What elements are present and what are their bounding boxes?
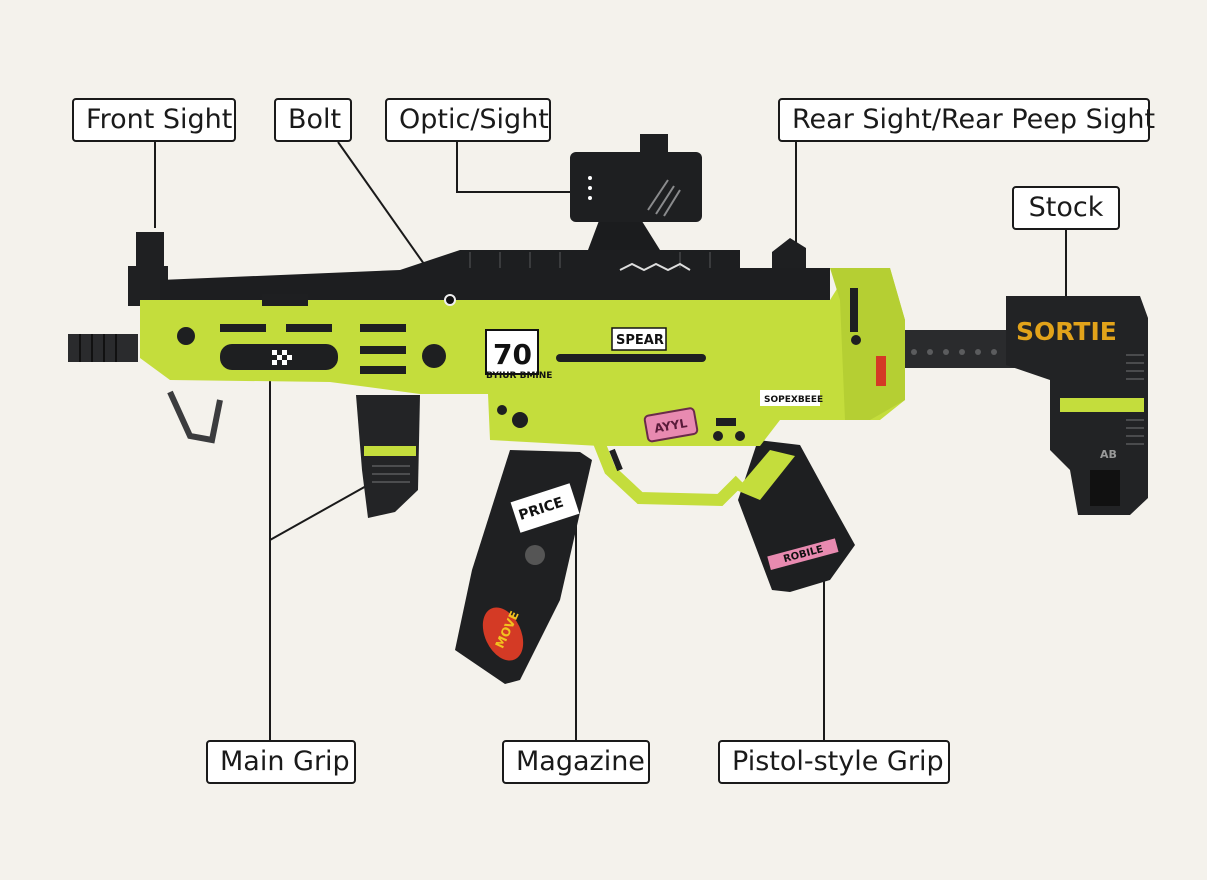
leader-main-grip-b — [269, 484, 369, 541]
bolt-knob — [444, 294, 456, 306]
label-bolt: Bolt — [274, 98, 352, 142]
stock-logo-text: SORTIE — [1016, 317, 1117, 346]
number-sticker — [485, 329, 539, 375]
ayyl-sticker-text: AYYL — [653, 416, 688, 436]
rear-sight-body — [772, 238, 806, 268]
magazine-body: PRICE MOVE — [455, 450, 592, 684]
spear-sticker — [611, 327, 667, 351]
spear-sticker-text: SPEAR — [616, 333, 664, 348]
bolt-handle — [262, 294, 308, 306]
ejection-slot — [556, 354, 706, 362]
label-magazine: Magazine — [502, 740, 650, 784]
sopr-sticker-text: SOPEXBEEE — [764, 395, 823, 405]
leader-optic — [456, 142, 572, 193]
checker-mark — [272, 350, 292, 365]
label-main-grip: Main Grip — [206, 740, 356, 784]
upper-receiver — [160, 250, 830, 300]
optic-body — [570, 134, 702, 272]
pistol-grip-body: ROBILE — [736, 440, 855, 592]
front-grip-body — [356, 395, 420, 518]
label-front-sight: Front Sight — [72, 98, 236, 142]
number-sticker-text: 70 — [493, 338, 532, 371]
label-rear-sight: Rear Sight/Rear Peep Sight — [778, 98, 1155, 142]
receiver-details — [497, 288, 861, 441]
label-stock: Stock — [1012, 186, 1120, 230]
muzzle — [68, 334, 138, 362]
ayyl-sticker — [643, 407, 699, 443]
red-tag — [876, 356, 886, 386]
stock-small-text: AB — [1100, 448, 1117, 461]
trigger — [609, 448, 623, 472]
number-caption-text: BYIUR BMINE — [486, 371, 552, 381]
stock-body: SORTIE AB — [900, 296, 1148, 515]
sopr-sticker — [760, 390, 820, 406]
top-rail — [469, 252, 711, 268]
trigger-guard — [592, 437, 745, 507]
label-optic-sight: Optic/Sight — [385, 98, 551, 142]
label-pistol-grip: Pistol-style Grip — [718, 740, 950, 784]
